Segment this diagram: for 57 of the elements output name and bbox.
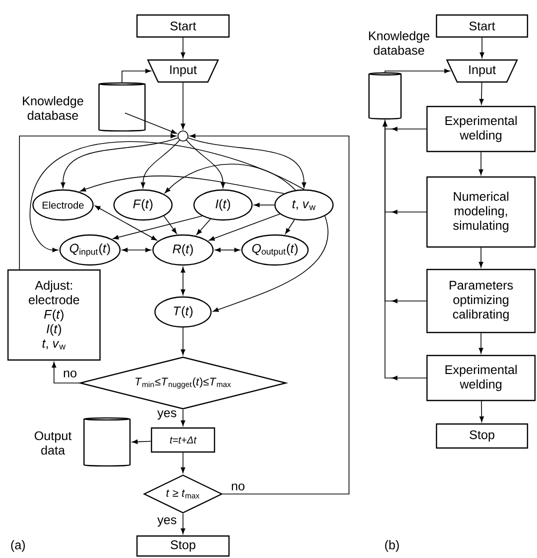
arrow [190,134,350,494]
stop-box: Stop [136,535,230,557]
stop-box: Stop [436,423,528,449]
arrow [132,440,152,444]
arrow [212,216,328,312]
edge-label: no [62,370,78,378]
adjust-box: Adjust: electrode F(t) I(t) t, v$_{w}$ [7,269,101,361]
arrow [208,214,280,241]
arrow [478,247,484,268]
arrow [52,362,80,384]
arrow [180,327,186,356]
arrow [180,82,186,130]
edge-label: yes [156,409,178,421]
process-box: Numerical modeling, simulating [426,176,536,248]
arrow [180,513,186,534]
arrow [188,137,306,188]
arrow [180,452,186,474]
arrow [180,409,186,426]
arrow [382,120,427,380]
arrow [478,332,484,354]
arrow [122,248,152,252]
arrow [164,216,177,234]
arrow [19,134,176,270]
arrow [94,205,157,240]
arrow [30,141,304,252]
arrow [479,400,484,422]
arrow [140,140,180,188]
edge-label: no [230,482,246,492]
arrow [285,219,295,234]
database-cylinder: Output data [34,417,131,467]
process-box: t=t+Δt [150,427,216,453]
arrow [478,152,484,176]
arrow [214,248,240,252]
arrow [122,68,152,83]
arrow [254,202,275,208]
junction-circle [178,130,188,142]
database-cylinder: Knowledge database [22,82,146,132]
arrow [180,266,186,296]
arrow [124,112,177,134]
process-box: Experimental welding [426,106,536,152]
panel-label: (a) [11,540,25,552]
panel-label: (b) [385,540,399,552]
arrow [180,37,186,58]
arrow [479,82,484,105]
arrow [196,218,211,235]
arrow [186,140,226,188]
arrow [80,176,284,194]
process-box: Experimental welding [426,354,536,402]
start-box: Start [436,14,528,38]
arrow [164,164,296,194]
arrow [480,37,484,58]
process-box: Parameters optimizing calibrating [426,268,536,334]
arrow [384,68,450,74]
arrow [112,216,202,240]
arrow [60,137,178,188]
start-box: Start [136,14,230,38]
edge-label: yes [156,516,178,528]
